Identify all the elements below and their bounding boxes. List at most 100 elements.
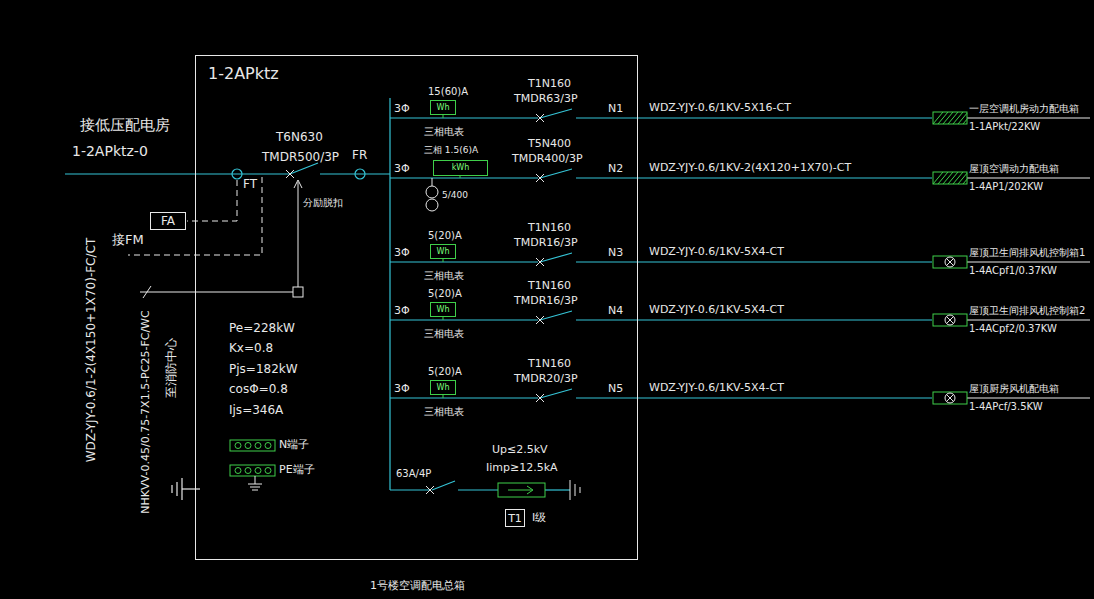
note-text: 至消防中心 xyxy=(165,338,178,398)
meter-lead xyxy=(443,259,444,262)
ground-symbol xyxy=(255,476,256,484)
panel-name: 一层空调机房动力配电箱 xyxy=(969,103,1079,115)
load-panel: 屋顶卫生间排风机控制箱11-4ACpf1/0.37KW xyxy=(932,242,1090,282)
spd-rating: Iimp≥12.5kA xyxy=(486,462,558,474)
hatch-line xyxy=(958,173,967,184)
breaker-mark xyxy=(536,316,544,324)
spd-rating: Up≤2.5kV xyxy=(492,444,548,456)
meter-rating: 三相 1.5(6)A xyxy=(424,146,478,156)
terminal-block xyxy=(245,443,251,449)
shunt-trip xyxy=(140,292,293,293)
fan-symbol xyxy=(947,395,954,402)
surge-protector xyxy=(545,489,570,490)
module-label: FA xyxy=(161,215,175,227)
spd-class: I级 xyxy=(532,512,546,524)
meter-label: Wh xyxy=(437,384,450,392)
energy-meter: kWh xyxy=(433,160,488,176)
outgoing-wire xyxy=(967,398,1090,399)
load-symbol xyxy=(933,314,967,326)
load-data: cosΦ=0.8 xyxy=(229,383,288,396)
breaker-mark xyxy=(536,174,544,182)
shunt-trip xyxy=(294,180,302,188)
cable-spec: WDZ-YJY-0.6/1KV-5X4-CT xyxy=(648,382,785,394)
panel-code: 1-4ACpf2/0.37KW xyxy=(969,323,1057,335)
hatch-line xyxy=(933,172,943,184)
circuit-number: N2 xyxy=(608,163,623,175)
meter-rating: 5(20)A xyxy=(428,230,462,241)
meter-lead xyxy=(443,317,444,320)
meter-lead xyxy=(443,395,444,398)
fire-alarm-module: FA xyxy=(150,212,186,230)
breaker-trip: TMDR16/3P xyxy=(514,295,578,307)
incoming-wire xyxy=(355,169,365,179)
terminal-block xyxy=(230,440,275,451)
incoming-wire xyxy=(232,169,242,179)
load-symbol xyxy=(933,256,967,268)
breaker-trip: TMDR500/3P xyxy=(262,151,339,164)
hatch-line xyxy=(933,112,943,124)
meter-rating: 15(60)A xyxy=(428,86,468,97)
hatch-line xyxy=(958,113,967,124)
breaker-model: T1N160 xyxy=(528,358,571,370)
fan-symbol xyxy=(947,259,954,266)
meter-type: 三相电表 xyxy=(424,406,464,417)
busbar xyxy=(389,98,390,490)
surge-protector xyxy=(426,486,434,494)
breaker-model: T1N160 xyxy=(528,280,571,292)
panel-name: 屋顶卫生间排风机控制箱2 xyxy=(969,305,1085,317)
breaker-rating: 63A/4P xyxy=(396,468,431,479)
hatch-line xyxy=(953,112,963,124)
hatch-line xyxy=(948,112,958,124)
terminal-block xyxy=(235,468,241,474)
ground-symbol xyxy=(181,478,182,500)
incoming-wire xyxy=(65,163,390,179)
meter-type: 三相电表 xyxy=(424,270,464,281)
breaker-model: T6N630 xyxy=(276,131,323,144)
cable-spec: WDZ-YJY-0.6/1KV-5X4-CT xyxy=(648,304,785,316)
busbar xyxy=(389,98,390,490)
load-panel: 屋顶空调动力配电箱1-4AP1/202KW xyxy=(932,158,1090,198)
load-data: Pjs=182kW xyxy=(229,363,298,376)
spd-class-box: T1 xyxy=(505,509,525,527)
hatch-line xyxy=(943,112,953,124)
breaker-model: T1N160 xyxy=(528,222,571,234)
current-transformer xyxy=(426,178,438,211)
ground-symbol xyxy=(252,490,258,491)
breaker-trip: TMDR20/3P xyxy=(514,373,578,385)
incoming-wire xyxy=(65,173,290,174)
meter-type: 三相电表 xyxy=(424,126,464,137)
feeder-cable xyxy=(638,117,932,118)
feeder-wire xyxy=(390,169,638,178)
current-transformer xyxy=(426,186,438,198)
feeder-wire xyxy=(390,109,638,118)
shunt-trip xyxy=(140,180,303,298)
terminal-block xyxy=(265,443,271,449)
terminal-block xyxy=(255,443,261,449)
feeder-wire xyxy=(390,389,638,398)
circuit-number: N3 xyxy=(608,247,623,259)
surge-protector xyxy=(575,484,576,496)
load-data: Kx=0.8 xyxy=(229,342,273,355)
ground-symbol xyxy=(248,484,262,485)
load-data: Pe=228kW xyxy=(229,322,295,335)
hatch-line xyxy=(963,119,967,124)
energy-meter: Wh xyxy=(430,302,456,317)
feeder-wire xyxy=(390,311,638,320)
feeder-wire xyxy=(390,109,638,398)
circuit-number: N5 xyxy=(608,383,623,395)
surge-protector xyxy=(432,481,455,490)
caption-text: 1号楼空调配电总箱 xyxy=(370,580,465,592)
terminal-block xyxy=(245,468,251,474)
terminal-label: N端子 xyxy=(279,439,309,451)
energy-meter: Wh xyxy=(430,100,456,115)
shunt-trip xyxy=(298,182,299,287)
current-transformer xyxy=(432,178,433,186)
phase-label: 3Φ xyxy=(394,103,410,115)
terminal-block xyxy=(230,440,275,476)
breaker-trip: TMDR63/3P xyxy=(514,93,578,105)
meter-label: kWh xyxy=(452,164,470,172)
surge-protector xyxy=(458,489,498,490)
ground-symbol xyxy=(182,488,200,489)
breaker-mark xyxy=(536,258,544,266)
ground-symbol xyxy=(250,487,260,488)
